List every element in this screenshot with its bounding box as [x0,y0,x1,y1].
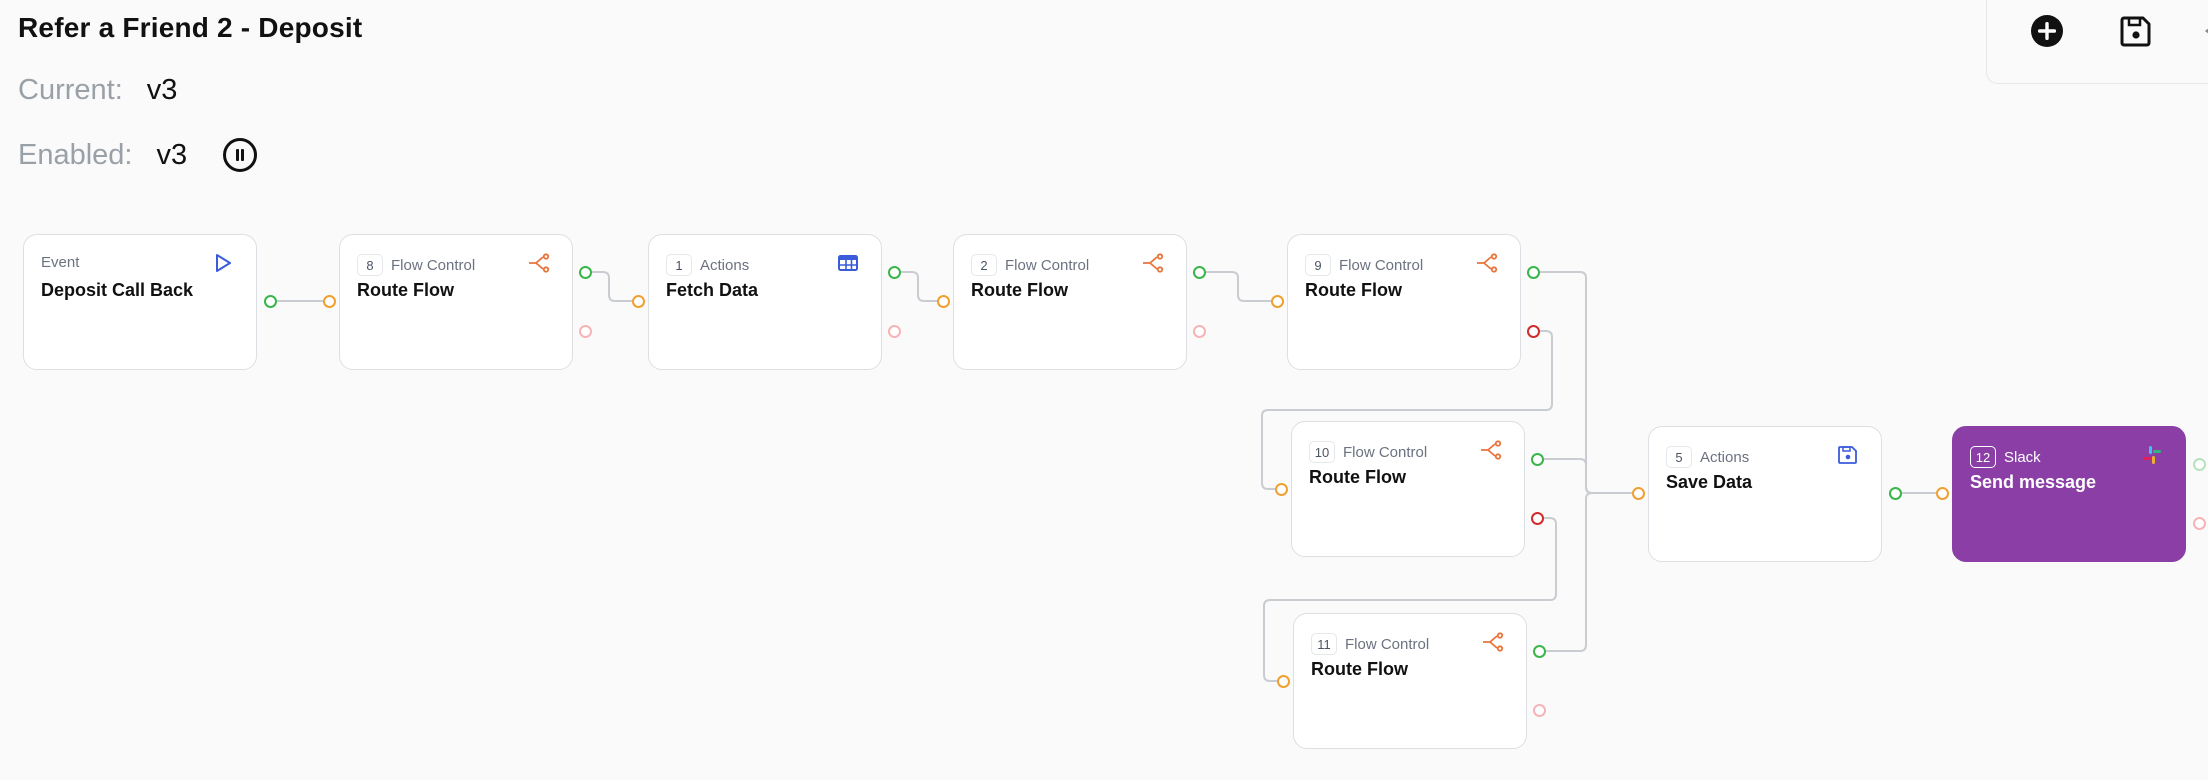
output-port-failure[interactable] [579,325,592,338]
output-port-failure[interactable] [1533,704,1546,717]
plus-circle-icon [2031,15,2063,47]
node-1-fetch-data[interactable]: 1 Actions Fetch Data [648,234,882,370]
output-port-success[interactable] [888,266,901,279]
save-icon [1838,446,1857,464]
output-port-success[interactable] [579,266,592,279]
node-5-save-data[interactable]: 5 Actions Save Data [1648,426,1882,562]
node-category: Flow Control [1345,635,1430,653]
output-port-failure[interactable] [1193,325,1206,338]
input-port[interactable] [632,295,645,308]
page-title: Refer a Friend 2 - Deposit [18,12,363,43]
node-header: 11 Flow Control [1311,633,1429,655]
output-port-success[interactable] [1889,487,1902,500]
node-category: Event [41,254,80,271]
node-title: Route Flow [971,280,1068,300]
node-9-route-flow[interactable]: 9 Flow Control Route Flow [1287,234,1521,370]
output-port-success[interactable] [264,295,277,308]
input-port[interactable] [1277,675,1290,688]
node-header: 8 Flow Control [357,254,475,276]
output-port-success[interactable] [1531,453,1544,466]
node-title: Send message [1970,472,2097,492]
edge-11-ok-to-5 [1539,492,1638,652]
node-event-deposit-call-back[interactable]: Event Deposit Call Back [23,234,257,370]
node-header: 12 Slack [1970,446,2041,468]
node-header: 10 Flow Control [1309,441,1427,463]
node-8-route-flow[interactable]: 8 Flow Control Route Flow [339,234,573,370]
node-number: 2 [971,254,997,276]
node-title: Route Flow [1309,467,1406,487]
node-11-route-flow[interactable]: 11 Flow Control Route Flow [1293,613,1527,749]
output-port-success[interactable] [2193,458,2206,471]
node-number: 1 [666,254,692,276]
canvas-toolbar [1986,0,2208,84]
node-header: 2 Flow Control [971,254,1089,276]
input-port[interactable] [323,295,336,308]
branch-icon [529,253,550,273]
enabled-version-value: v3 [156,138,188,171]
node-header: 1 Actions [666,254,749,276]
slack-icon [2143,446,2161,464]
node-category: Flow Control [1005,256,1090,274]
node-category: Actions [1700,448,1750,466]
output-port-failure[interactable] [1531,512,1544,525]
node-2-route-flow[interactable]: 2 Flow Control Route Flow [953,234,1187,370]
branch-icon [1143,253,1164,273]
edge-1-to-2 [894,271,943,302]
node-number: 11 [1311,633,1337,655]
node-header: 5 Actions [1666,446,1749,468]
node-title: Route Flow [1305,280,1402,300]
edge-2-to-9 [1199,271,1277,302]
more-button[interactable] [2193,11,2208,51]
node-title: Route Flow [1311,659,1408,679]
output-port-success[interactable] [1193,266,1206,279]
output-port-failure[interactable] [2193,517,2206,530]
input-port[interactable] [1632,487,1645,500]
branch-icon [1477,253,1498,273]
chevron-icon [2204,28,2208,34]
node-10-route-flow[interactable]: 10 Flow Control Route Flow [1291,421,1525,557]
node-number: 5 [1666,446,1692,468]
play-icon [216,254,231,272]
node-category: Slack [2004,448,2041,466]
branch-icon [1481,440,1502,460]
input-port[interactable] [1275,483,1288,496]
output-port-success[interactable] [1533,645,1546,658]
branch-icon [1483,632,1504,652]
edge-8-to-1 [585,271,638,302]
node-category: Actions [700,256,750,274]
enabled-version-row: Enabled: v3 [18,138,258,172]
node-category: Flow Control [1339,256,1424,274]
add-node-button[interactable] [2027,11,2067,51]
output-port-failure[interactable] [1527,325,1540,338]
node-number: 9 [1305,254,1331,276]
save-flow-button[interactable] [2116,11,2156,51]
node-number: 12 [1970,446,1996,468]
current-version-label: Current: [18,74,123,106]
output-port-success[interactable] [1527,266,1540,279]
node-12-slack-send-message[interactable]: 12 Slack Send message [1952,426,2186,562]
input-port[interactable] [1271,295,1284,308]
node-title: Route Flow [357,280,454,300]
node-title: Fetch Data [666,280,759,300]
node-header: Event [41,254,79,271]
node-header: 9 Flow Control [1305,254,1423,276]
output-port-failure[interactable] [888,325,901,338]
current-version-row: Current: v3 [18,74,177,107]
node-title: Deposit Call Back [41,280,194,300]
node-number: 8 [357,254,383,276]
node-category: Flow Control [391,256,476,274]
node-category: Flow Control [1343,443,1428,461]
input-port[interactable] [937,295,950,308]
node-title: Save Data [1666,472,1753,492]
pause-button[interactable] [223,138,258,172]
table-icon [838,255,858,271]
edge-9-ok-to-5 [1533,271,1638,494]
edge-10-ok-to-5 [1537,458,1638,494]
save-icon [2120,16,2151,47]
current-version-value: v3 [146,74,178,106]
input-port[interactable] [1936,487,1949,500]
enabled-version-label: Enabled: [18,138,133,171]
node-number: 10 [1309,441,1335,463]
